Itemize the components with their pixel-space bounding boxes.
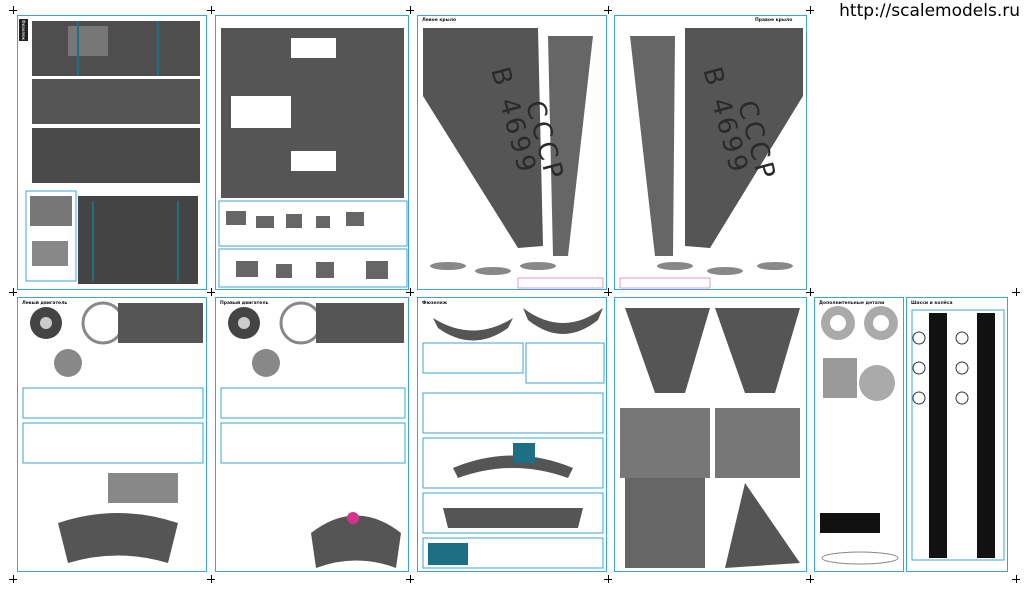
crop-mark: [806, 575, 814, 583]
crop-mark: [1012, 575, 1020, 583]
crop-mark: [604, 288, 612, 296]
sheet-wheels: Шасси и колёса: [906, 297, 1008, 572]
sheet-title: Фюзеляж: [19, 19, 28, 41]
crop-mark: [207, 575, 215, 583]
fuselage-top-art: [218, 28, 408, 288]
crop-mark: [9, 575, 17, 583]
crop-mark: [604, 6, 612, 14]
crop-mark: [9, 6, 17, 14]
sheet-title: Дополнительные детали: [819, 301, 885, 306]
sheet-title: Левое крыло: [422, 18, 457, 23]
sheet-title: Фюзеляж: [422, 301, 448, 306]
left-wing-art: [423, 28, 604, 289]
extra-details-art: [820, 306, 899, 565]
crop-mark: [207, 6, 215, 14]
sheet-title: Левый двигатель: [22, 301, 68, 306]
crop-mark: [604, 575, 612, 583]
fuselage-parts-art: [25, 21, 200, 284]
sheet-title: Шасси и колёса: [911, 301, 953, 306]
crop-mark: [806, 288, 814, 296]
crop-mark: [9, 288, 17, 296]
sheet-right-wing: Правое крыло В 4699 СССР: [614, 15, 807, 290]
site-watermark: http://scalemodels.ru: [835, 0, 1024, 22]
sheet-title: Правое крыло: [755, 18, 793, 23]
crop-mark: [207, 288, 215, 296]
sheet-left-engine: Левый двигатель: [17, 297, 207, 572]
wheels-art: [911, 309, 1005, 561]
sheet-title: Правый двигатель: [220, 301, 269, 306]
right-wing-art: [619, 28, 803, 289]
sheet-fuselage-3: Фюзеляж: [417, 297, 607, 572]
crop-mark: [806, 6, 814, 14]
crop-mark: [1012, 288, 1020, 296]
right-engine-art: [220, 301, 406, 568]
tail-parts-art: [620, 308, 800, 568]
fuselage-details-art: [422, 308, 605, 569]
sheet-left-wing: Левое крыло В 4699 СССР: [417, 15, 607, 290]
sheet-tail-parts: [614, 297, 807, 572]
left-engine-art: [22, 301, 204, 563]
sheet-right-engine: Правый двигатель: [215, 297, 409, 572]
crop-mark: [406, 288, 414, 296]
crop-mark: [406, 575, 414, 583]
sheet-fuselage-2: [215, 15, 409, 290]
sheet-fuselage-1: Фюзеляж: [17, 15, 207, 290]
crop-mark: [406, 6, 414, 14]
sheet-extra-details: Дополнительные детали: [814, 297, 904, 572]
